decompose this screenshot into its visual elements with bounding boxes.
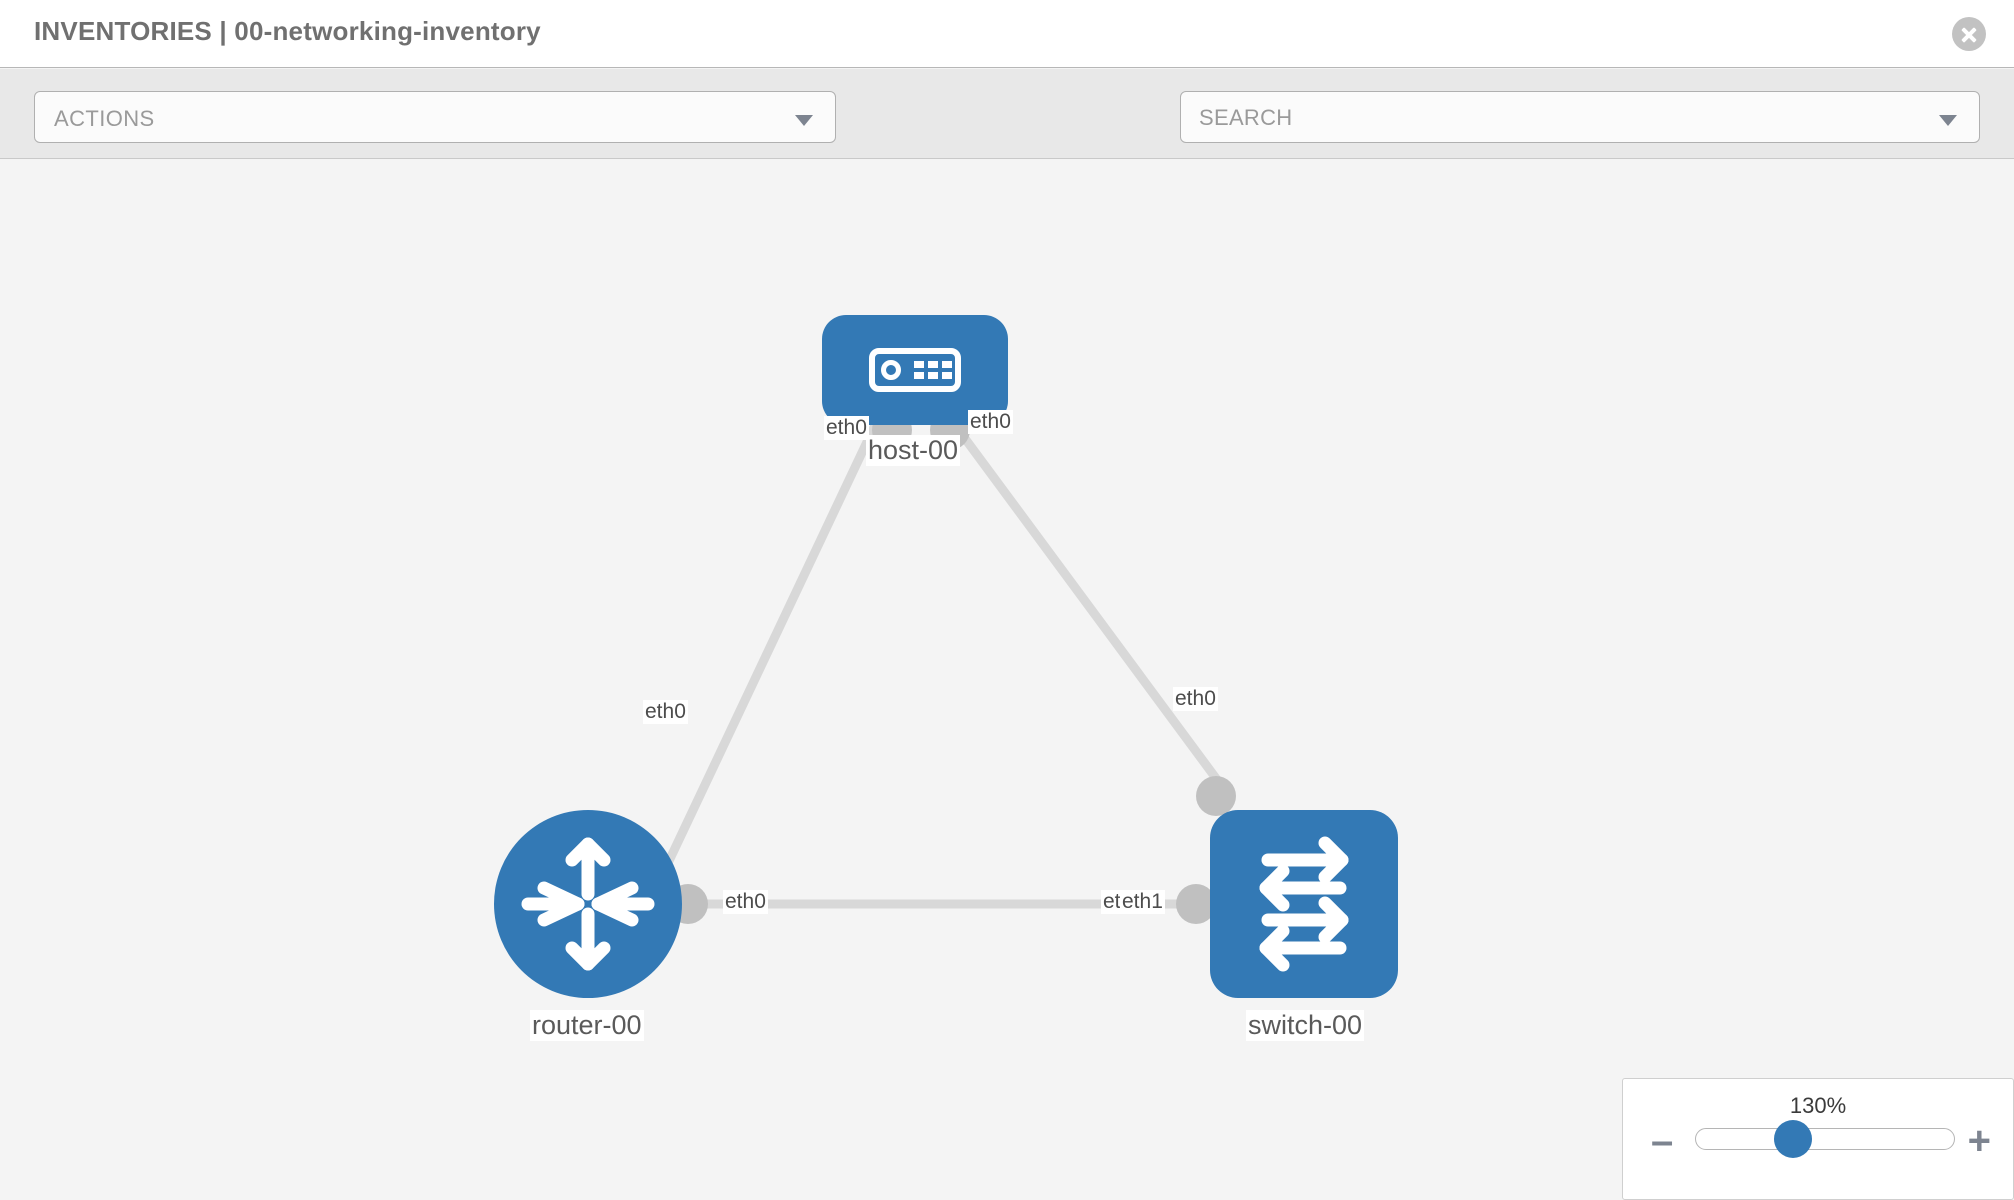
edge-host-router <box>655 423 880 882</box>
router-arrows-icon <box>521 837 655 971</box>
page-header: INVENTORIES | 00-networking-inventory <box>0 0 2014 68</box>
actions-dropdown[interactable]: ACTIONS <box>34 91 836 143</box>
host-node-label: host-00 <box>866 435 961 466</box>
switch-node-label: switch-00 <box>1246 1010 1365 1041</box>
nub-switch-top <box>1196 776 1236 816</box>
iface-label-switch-to-host: eth0 <box>1173 687 1218 711</box>
iface-label-host-left: eth0 <box>824 416 869 440</box>
topology-node-switch[interactable]: switch-00 <box>1210 810 1398 1041</box>
chevron-down-icon <box>795 115 813 126</box>
switch-arrows-icon <box>1259 836 1349 972</box>
switch-node-shape <box>1210 810 1398 998</box>
topology-node-host[interactable]: host-00 <box>822 315 1008 466</box>
close-icon[interactable] <box>1952 17 1986 51</box>
iface-label-router-to-host: eth0 <box>643 700 688 724</box>
zoom-control-panel: 130% – + <box>1622 1078 2014 1200</box>
page-title: INVENTORIES | 00-networking-inventory <box>34 16 541 46</box>
search-placeholder-label: SEARCH <box>1199 105 1293 130</box>
search-input[interactable]: SEARCH <box>1180 91 1980 143</box>
server-icon <box>869 348 961 392</box>
actions-dropdown-label: ACTIONS <box>54 106 155 131</box>
search-chevron-down-icon[interactable] <box>1939 115 1957 126</box>
iface-label-host-right: eth0 <box>968 410 1013 434</box>
iface-label-switch-eth1: eth1 <box>1120 890 1165 914</box>
topology-canvas[interactable]: host-00 router-00 <box>0 160 2014 1200</box>
iface-label-router-to-switch: eth0 <box>723 890 768 914</box>
topology-node-router[interactable]: router-00 <box>494 810 682 1041</box>
zoom-slider-track[interactable] <box>1695 1128 1955 1150</box>
zoom-in-button[interactable]: + <box>1967 1119 1991 1163</box>
toolbar: ACTIONS SEARCH <box>0 69 2014 198</box>
zoom-slider-thumb[interactable] <box>1774 1120 1812 1158</box>
router-node-label: router-00 <box>530 1010 644 1041</box>
host-node-shape <box>822 315 1008 425</box>
edge-host-switch <box>951 422 1236 803</box>
zoom-out-button[interactable]: – <box>1651 1119 1674 1163</box>
nub-switch-left <box>1176 884 1216 924</box>
zoom-level-label: 130% <box>1789 1093 1847 1118</box>
